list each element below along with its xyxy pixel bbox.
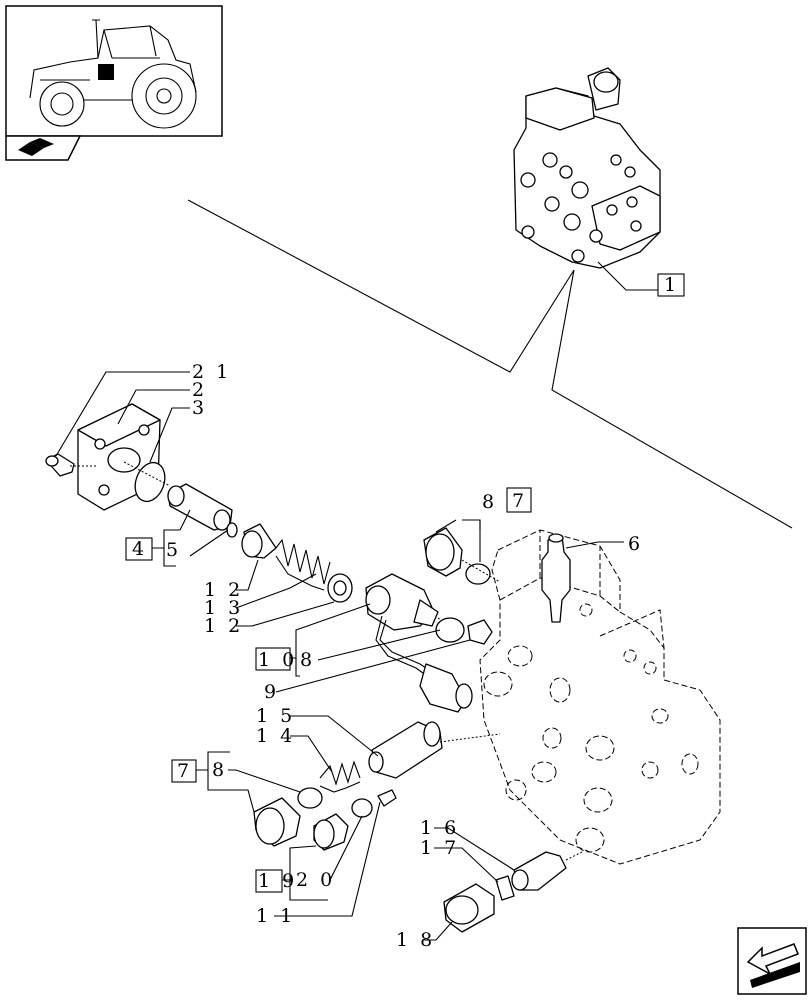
callout-17: 1 7 <box>420 837 459 859</box>
callout-8-bottom: 8 <box>212 759 227 781</box>
callout-12a: 1 2 <box>204 579 243 601</box>
callout-6: 6 <box>628 533 643 555</box>
book-icon <box>18 138 54 156</box>
callout-20: 2 0 <box>296 869 335 891</box>
next-page-arrow-icon[interactable] <box>737 927 807 995</box>
callout-16: 1 6 <box>420 817 459 839</box>
callout-7-top: 7 <box>512 490 527 512</box>
callout-8-top: 8 <box>482 491 497 513</box>
callout-5: 5 <box>166 539 181 561</box>
callout-2: 2 <box>192 379 207 401</box>
spool-part <box>167 483 233 531</box>
callout-21: 2 1 <box>192 361 231 383</box>
spring-part <box>275 538 331 591</box>
cartridge-part <box>368 721 443 779</box>
callout-7-bottom: 7 <box>177 760 192 782</box>
callout-19: 1 9 <box>258 870 297 892</box>
screw-part <box>45 453 75 477</box>
callout-1: 1 <box>664 274 679 296</box>
seat-part <box>313 813 349 851</box>
tractor-thumbnail-icon[interactable] <box>5 5 223 161</box>
callout-9: 9 <box>264 681 279 703</box>
lower-plug-part <box>253 797 301 847</box>
callout-3: 3 <box>192 397 207 419</box>
callout-11: 1 1 <box>256 905 295 927</box>
callout-12b: 1 2 <box>204 615 243 637</box>
callout-15: 1 5 <box>256 705 295 727</box>
solenoid-part <box>365 573 473 713</box>
check-valve-part <box>511 851 567 891</box>
pump-assembly-drawing <box>513 67 661 269</box>
callout-10: 1 0 <box>258 649 297 671</box>
callout-18: 1 8 <box>396 929 435 951</box>
collar-part <box>241 523 277 559</box>
relief-valve-part <box>541 533 571 623</box>
callout-8-mid: 8 <box>300 649 315 671</box>
callout-4: 4 <box>132 538 147 560</box>
valve-block-drawing <box>479 529 721 865</box>
callout-14: 1 4 <box>256 725 295 747</box>
callout-13: 1 3 <box>204 597 243 619</box>
plug-part <box>423 527 463 577</box>
end-plug-part <box>443 883 495 933</box>
